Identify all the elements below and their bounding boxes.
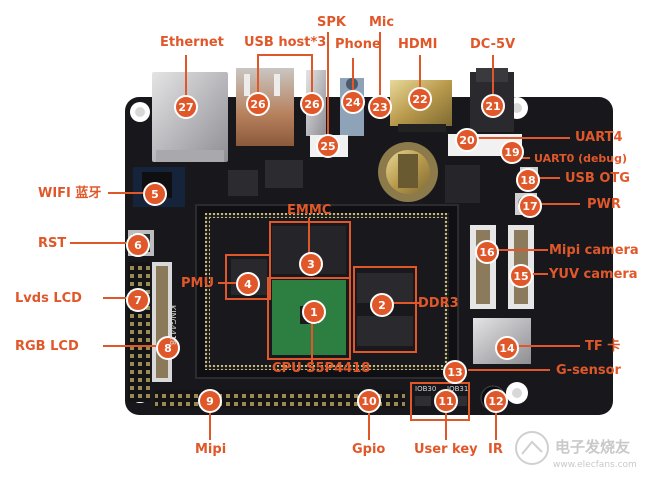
- callout-number-badge-8: 8: [156, 336, 180, 360]
- callout-number-badge-4: 4: [236, 272, 260, 296]
- label-rgb-lcd: RGB LCD: [15, 339, 79, 354]
- user-key-1: [415, 396, 431, 406]
- label-ethernet: Ethernet: [160, 35, 224, 50]
- callout-number-badge-3: 3: [299, 252, 323, 276]
- silk-key2: IOB31: [447, 385, 469, 393]
- callout-number-badge-7: 7: [126, 288, 150, 312]
- callout-number-badge-23: 23: [368, 95, 392, 119]
- silk-board-name: KING4418: [168, 305, 177, 346]
- label-pwr: PWR: [587, 197, 621, 212]
- callout-number-badge-14: 14: [495, 336, 519, 360]
- label-lvds-lcd: Lvds LCD: [15, 291, 82, 306]
- label-mic: Mic: [369, 15, 395, 30]
- callout-number-badge-11: 11: [434, 389, 458, 413]
- label-yuv-camera: YUV camera: [549, 267, 638, 282]
- callout-number-badge-13: 13: [443, 360, 467, 384]
- callout-number-badge-16: 16: [475, 240, 499, 264]
- user-key-group: [410, 382, 470, 421]
- label-usb-host: USB host*3: [244, 35, 327, 50]
- callout-number-badge-12: 12: [484, 389, 508, 413]
- label-ddr3: DDR3: [418, 296, 459, 311]
- label-cpu: CPU S5P4418: [272, 361, 371, 376]
- label-dc-5v: DC-5V: [470, 37, 516, 52]
- leader-lines: [70, 32, 580, 440]
- callout-number-badge-17: 17: [518, 194, 542, 218]
- silk-key1: IOB30: [415, 385, 437, 393]
- callout-number-badge-2: 2: [370, 293, 394, 317]
- label-g-sensor: G-sensor: [556, 363, 621, 378]
- callout-number-badge-6: 6: [126, 233, 150, 257]
- watermark-title: 电子发烧友: [555, 438, 631, 456]
- label-hdmi: HDMI: [398, 37, 438, 52]
- callout-number-badge-22: 22: [408, 87, 432, 111]
- callout-number-badge-15: 15: [509, 264, 533, 288]
- callout-number-badge-20: 20: [455, 128, 479, 152]
- callout-number-badge-5: 5: [143, 182, 167, 206]
- callout-number-badge-9: 9: [198, 389, 222, 413]
- callout-number-badge-24: 24: [341, 90, 365, 114]
- ddr-chip-2: [357, 316, 413, 346]
- callout-number-badge-27: 27: [174, 95, 198, 119]
- callout-number-badge-18: 18: [516, 168, 540, 192]
- watermark-logo-icon: [515, 431, 549, 465]
- label-pmu: PMU: [181, 276, 215, 291]
- label-tf-card: TF 卡: [585, 339, 621, 354]
- label-rst: RST: [38, 236, 67, 251]
- callout-number-badge-19: 19: [500, 140, 524, 164]
- label-wifi: WIFI 蓝牙: [38, 186, 102, 201]
- label-spk: SPK: [317, 15, 346, 30]
- label-ir: IR: [488, 442, 503, 457]
- callout-number-badge-10: 10: [357, 389, 381, 413]
- callout-number-badge-25: 25: [316, 134, 340, 158]
- label-emmc: EMMC: [287, 203, 332, 218]
- label-gpio: Gpio: [352, 442, 386, 457]
- user-key-2: [451, 396, 467, 406]
- label-phone: Phone: [335, 37, 381, 52]
- label-uart0: UART0 (debug): [534, 152, 628, 165]
- callout-number-badge-26: 26: [300, 92, 324, 116]
- callout-number-badge-1: 1: [302, 300, 326, 324]
- lvds-header: [128, 262, 150, 402]
- callout-number-badge-21: 21: [481, 94, 505, 118]
- label-user-key: User key: [414, 442, 478, 457]
- watermark-url: www.elecfans.com: [553, 460, 637, 470]
- callout-number-badge-26b: 26: [246, 92, 270, 116]
- label-usb-otg: USB OTG: [565, 171, 630, 186]
- label-mipi: Mipi: [195, 442, 227, 457]
- label-mipi-camera: Mipi camera: [549, 243, 639, 258]
- label-uart4: UART4: [575, 130, 623, 145]
